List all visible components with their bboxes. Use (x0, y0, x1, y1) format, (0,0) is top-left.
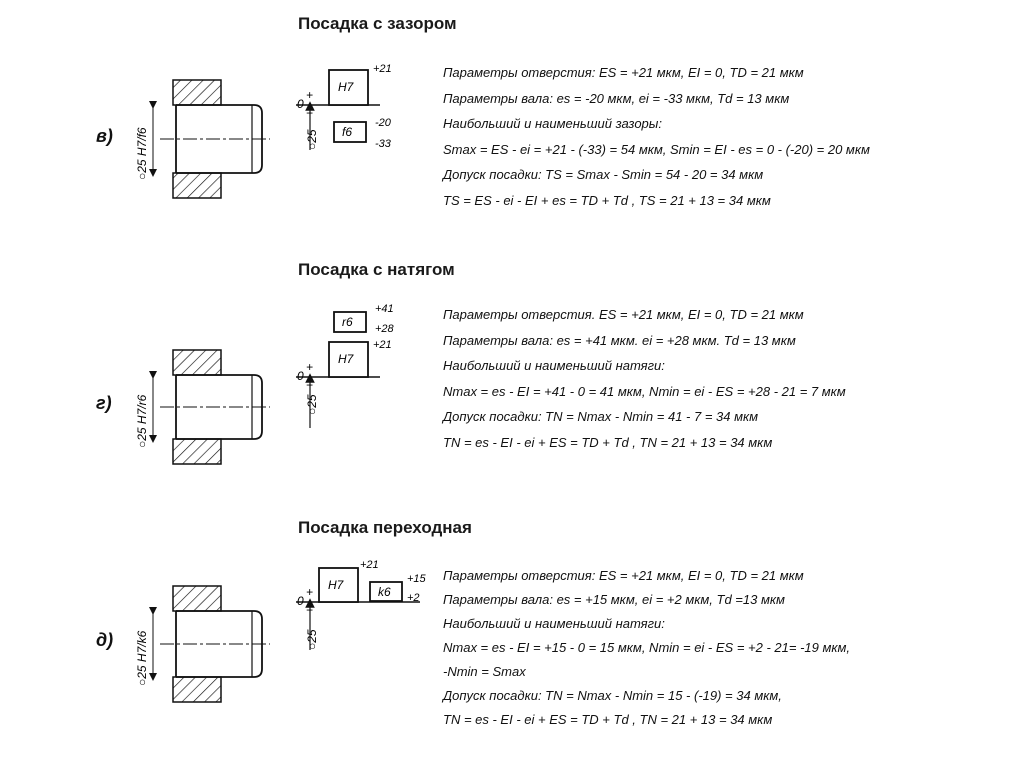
zone-name: H7 (338, 352, 355, 366)
section-label: в) (96, 126, 113, 146)
zone-box-H7 (318, 567, 359, 603)
formula-line: Параметры вала: es = -20 мкм, ei = -33 м… (443, 90, 790, 106)
zone-box-f6 (333, 121, 367, 143)
zone-upper: +21 (373, 339, 392, 351)
formula-line: Наибольший и наименьший натяги: (443, 358, 665, 373)
zone-name: k6 (378, 585, 391, 599)
formula-block: Параметры отверстия. ES = +21 мкм, EI = … (443, 302, 846, 455)
formula-line: Параметры отверстия: ES = +21 мкм, EI = … (443, 568, 804, 583)
section-label: г) (96, 393, 112, 413)
formula-line: Наибольший и наименьший зазоры: (443, 116, 662, 131)
axis-label: ○25 (305, 629, 319, 650)
formula-line: Параметры отверстия: ES = +21 мкм, EI = … (443, 65, 804, 80)
axis-label: ○25 (305, 394, 319, 415)
zero-label: 0 (297, 369, 304, 383)
zone-lower: +28 (375, 323, 395, 335)
section-interference-fit: Посадка с натягом г) ○25 H7/r6 ○25 0 + − (0, 250, 1024, 500)
formula-line: Допуск посадки: TN = Nmax - Nmin = 15 - … (443, 688, 782, 703)
axis-label: ○25 (305, 129, 319, 150)
zone-box-H7 (328, 341, 369, 378)
dimension-label: ○25 H7/k6 (135, 630, 149, 686)
zero-label: 0 (297, 97, 304, 111)
zone-name: H7 (328, 578, 345, 592)
plus-sign: + (306, 360, 313, 374)
hole-part (172, 79, 222, 199)
zone-box-r6 (333, 311, 367, 333)
dimension-label: ○25 H7/r6 (135, 394, 149, 448)
section-label: д) (96, 630, 114, 650)
zone-box-H7 (328, 69, 369, 106)
minus-sign: − (306, 106, 313, 120)
formula-block: Параметры отверстия: ES = +21 мкм, EI = … (443, 564, 850, 732)
formula-line: Параметры отверстия. ES = +21 мкм, EI = … (443, 307, 804, 322)
section-title: Посадка переходная (298, 518, 472, 537)
plus-sign: + (306, 88, 313, 102)
section-transition-fit: Посадка переходная д) ○25 H7/k6 ○25 0 + … (0, 510, 1024, 767)
minus-sign: − (306, 603, 313, 617)
zone-name: H7 (338, 80, 355, 94)
zone-box-k6 (369, 581, 403, 602)
section-title: Посадка с натягом (298, 260, 455, 279)
formula-line: Nmax = es - EI = +15 - 0 = 15 мкм, Nmin … (443, 640, 851, 655)
zone-lower: +2 (407, 592, 420, 604)
zone-upper: +15 (407, 573, 427, 585)
zone-upper: +21 (360, 559, 379, 571)
formula-line: Smax = ES - ei = +21 - (-33) = 54 мкм, S… (443, 141, 870, 157)
formula-line: Допуск посадки: TS = Smax - Smin = 54 - … (443, 167, 764, 182)
formula-line: Параметры вала: es = +15 мкм, ei = +2 мк… (443, 592, 785, 607)
formula-line: TN = es - EI - ei + ES = TD + Td , TN = … (443, 712, 773, 727)
hole-part (172, 585, 222, 703)
formula-line: Допуск посадки: TN = Nmax - Nmin = 41 - … (443, 409, 759, 424)
formula-line: Nmax = es - EI = +41 - 0 = 41 мкм, Nmin … (443, 383, 846, 399)
formula-line: Параметры вала: es = +41 мкм. ei = +28 м… (443, 332, 796, 348)
section-clearance-fit: Посадка с зазором в) ○25 H7/f6 (0, 0, 1024, 240)
formula-block: Параметры отверстия: ES = +21 мкм, EI = … (443, 60, 870, 213)
zone-name: f6 (342, 125, 352, 139)
dimension-label: ○25 H7/f6 (135, 127, 149, 180)
section-title: Посадка с зазором (298, 14, 457, 33)
plus-sign: + (306, 585, 313, 599)
fit-drawing: ○25 H7/f6 ○25 0 + − H7 +21 f6 -20 -33 (135, 63, 392, 199)
zone-upper: +21 (373, 63, 392, 75)
formula-line: -Nmin = Smax (443, 664, 526, 679)
minus-sign: − (306, 378, 313, 392)
zone-lower: -33 (375, 138, 392, 150)
formula-line: TS = ES - ei - EI + es = TD + Td , TS = … (443, 192, 771, 208)
zero-label: 0 (297, 594, 304, 608)
formula-line: TN = es - EI - ei + ES = TD + Td , TN = … (443, 434, 773, 450)
zone-upper: +41 (375, 303, 394, 315)
fit-drawing: ○25 H7/k6 ○25 0 + − H7 +21 k6 +15 +2 (135, 559, 427, 703)
formula-line: Наибольший и наименьший натяги: (443, 616, 665, 631)
fit-drawing: ○25 H7/r6 ○25 0 + − r6 +41 +28 H7 +21 (135, 303, 395, 465)
zone-upper: -20 (375, 117, 392, 129)
zone-name: r6 (342, 315, 353, 329)
